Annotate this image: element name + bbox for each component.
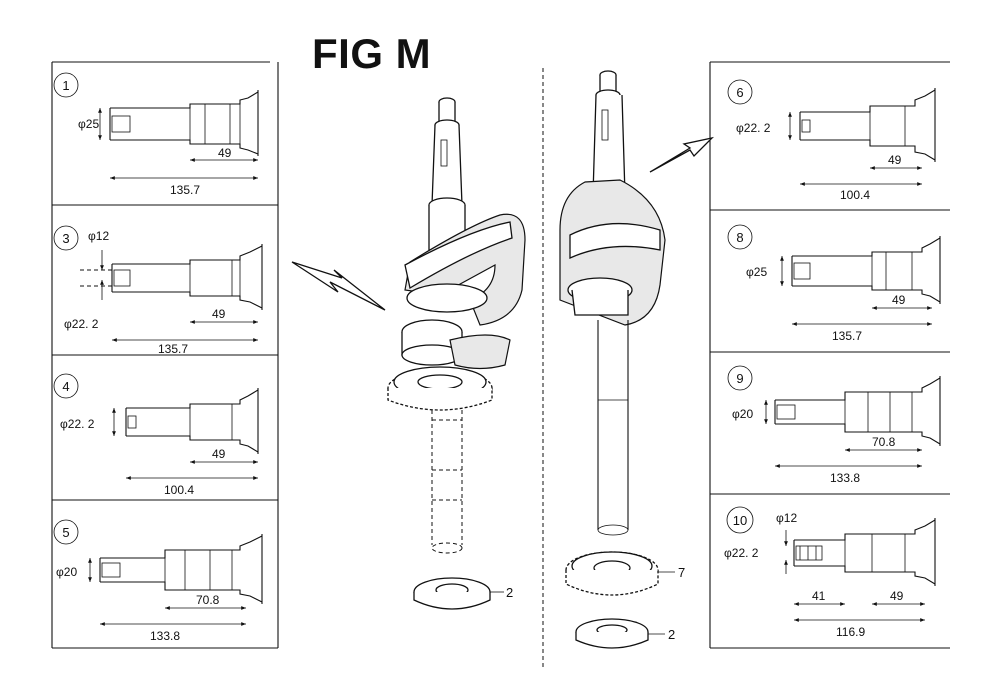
panel-number-circle bbox=[727, 79, 753, 105]
dim-total: 116.9 bbox=[836, 625, 865, 639]
panel-4: 4 φ22. 2 49 100.4 bbox=[53, 373, 259, 497]
dim-shaft: 49 bbox=[892, 293, 906, 307]
panel-number: 5 bbox=[62, 525, 69, 540]
panel-number-circle bbox=[53, 225, 79, 251]
panel-number: 10 bbox=[733, 513, 747, 528]
panel-number-circle bbox=[53, 72, 79, 98]
panel-number: 9 bbox=[736, 371, 743, 386]
panel-number-circle bbox=[726, 506, 754, 534]
dim-diameter: φ25 bbox=[78, 117, 99, 131]
callout-washer-top: 2 bbox=[506, 585, 513, 600]
shaft-profile bbox=[111, 244, 263, 310]
crankshaft-left: 2 bbox=[387, 97, 526, 610]
panel-number: 8 bbox=[736, 230, 743, 245]
dim-shaft: 70.8 bbox=[872, 435, 896, 449]
dim-diameter: φ22. 2 bbox=[60, 417, 95, 431]
panel-number-circle bbox=[727, 224, 753, 250]
panel-3: 3 φ12 φ22. 2 49 135.7 bbox=[53, 225, 263, 356]
dim-diameter: φ20 bbox=[732, 407, 753, 421]
pointer-arrow-left bbox=[291, 261, 386, 311]
pointer-arrow-right bbox=[649, 136, 715, 173]
panel-1: 1 φ25 49 135.7 bbox=[53, 72, 259, 197]
panel-number: 3 bbox=[62, 231, 69, 246]
dim-total: 133.8 bbox=[830, 471, 860, 485]
dim-diameter: φ25 bbox=[746, 265, 767, 279]
dim-diameter-top: φ12 bbox=[776, 511, 797, 525]
dim-shaft: 49 bbox=[212, 307, 226, 321]
shaft-profile bbox=[109, 90, 259, 156]
dim-shaft: 49 bbox=[890, 589, 904, 603]
panel-10: 10 φ12 φ22. 2 41 49 116.9 bbox=[724, 506, 936, 639]
dim-shaft: 70.8 bbox=[196, 593, 220, 607]
dim-shaft: 49 bbox=[218, 146, 232, 160]
panel-number: 6 bbox=[736, 85, 743, 100]
dim-total: 133.8 bbox=[150, 629, 180, 643]
panel-8: 8 φ25 49 135.7 bbox=[727, 224, 941, 343]
dim-shaft: 49 bbox=[212, 447, 226, 461]
panel-number: 4 bbox=[62, 379, 69, 394]
dim-total: 135.7 bbox=[832, 329, 862, 343]
dim-total: 135.7 bbox=[158, 342, 188, 356]
shaft-profile bbox=[799, 88, 936, 162]
crankshaft-right: 7 2 bbox=[559, 70, 685, 649]
dim-total: 100.4 bbox=[840, 188, 870, 202]
panel-number-circle bbox=[53, 519, 79, 545]
dim-shaft: 49 bbox=[888, 153, 902, 167]
dim-total: 135.7 bbox=[170, 183, 200, 197]
dim-total: 100.4 bbox=[164, 483, 194, 497]
dim-diameter: φ22. 2 bbox=[724, 546, 759, 560]
panel-frames bbox=[51, 61, 950, 668]
panel-9: 9 φ20 70.8 133.8 bbox=[727, 365, 941, 485]
shaft-profile bbox=[793, 518, 936, 586]
shaft-profile bbox=[125, 388, 259, 454]
shaft-profile bbox=[99, 534, 263, 604]
callout-gear: 7 bbox=[678, 565, 685, 580]
dim-diameter: φ20 bbox=[56, 565, 77, 579]
panel-number: 1 bbox=[62, 78, 69, 93]
dim-diameter-top: φ12 bbox=[88, 229, 109, 243]
callout-washer-bottom: 2 bbox=[668, 627, 675, 642]
panel-number-circle bbox=[727, 365, 753, 391]
figure-title: FIG M bbox=[312, 30, 432, 77]
dim-tip: 41 bbox=[812, 589, 826, 603]
dim-diameter: φ22. 2 bbox=[64, 317, 99, 331]
shaft-profile bbox=[774, 376, 941, 446]
dim-diameter: φ22. 2 bbox=[736, 121, 771, 135]
panel-6: 6 φ22. 2 49 100.4 bbox=[727, 79, 936, 202]
panel-number-circle bbox=[53, 373, 79, 399]
shaft-profile bbox=[791, 236, 941, 304]
panel-5: 5 φ20 70.8 133.8 bbox=[53, 519, 263, 643]
